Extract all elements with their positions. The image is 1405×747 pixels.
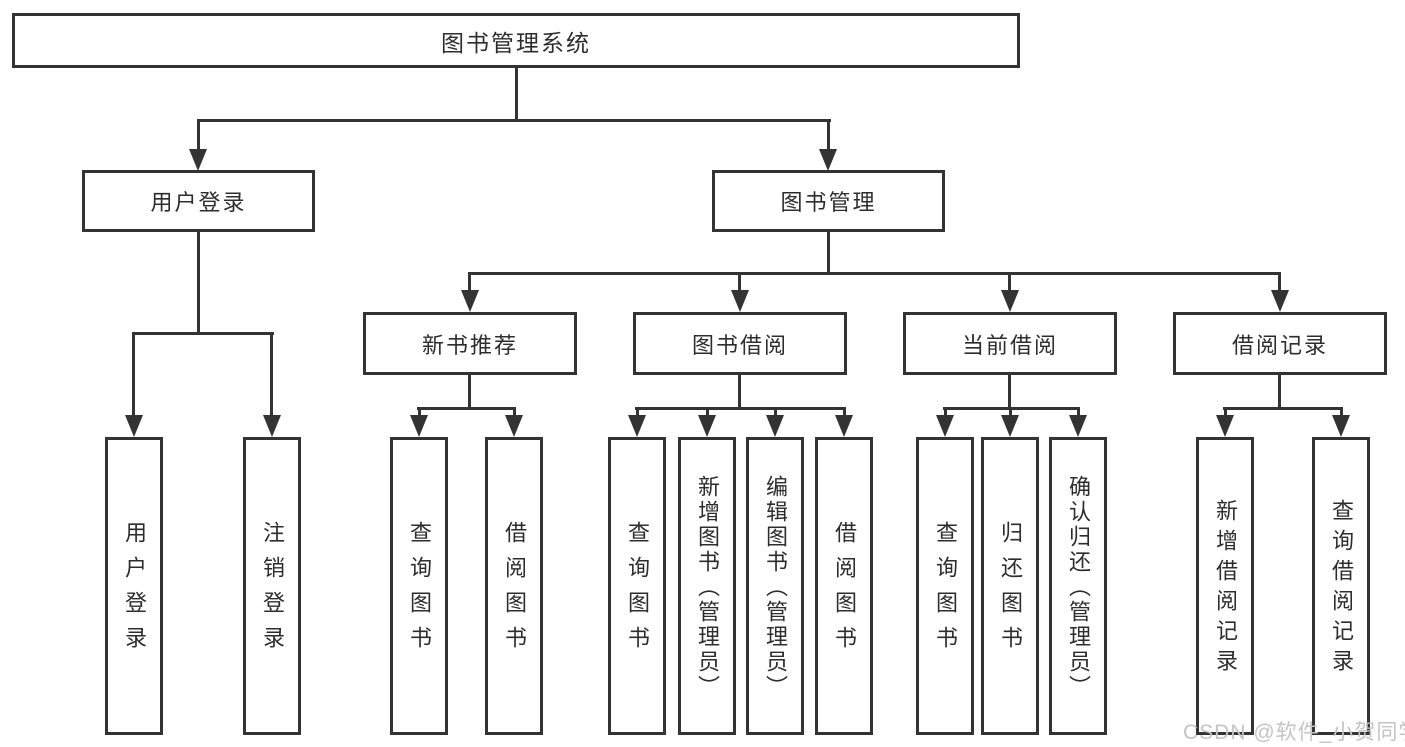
connector-line bbox=[774, 407, 777, 417]
connector-line bbox=[417, 407, 516, 410]
connector-line bbox=[827, 232, 830, 273]
arrow-down-icon bbox=[936, 415, 954, 437]
leaf-add-books-admin: 新增图书（管理员） bbox=[678, 437, 736, 735]
connector-line bbox=[1077, 407, 1080, 417]
arrow-down-icon bbox=[819, 149, 837, 171]
node-borrowing-records: 借阅记录 bbox=[1173, 312, 1387, 375]
arrow-down-icon bbox=[628, 415, 646, 437]
connector-line bbox=[636, 407, 639, 417]
node-label: 新增借阅记录 bbox=[1213, 499, 1238, 679]
arrow-down-icon bbox=[731, 290, 749, 312]
node-label: 查询图书 bbox=[933, 521, 958, 661]
connector-line bbox=[635, 407, 845, 410]
node-label: 借阅图书 bbox=[502, 521, 527, 661]
connector-line bbox=[133, 332, 274, 335]
node-label: 当前借阅 bbox=[961, 332, 1058, 358]
connector-line bbox=[418, 407, 421, 417]
node-label: 图书借阅 bbox=[691, 332, 788, 358]
connector-line bbox=[469, 272, 1281, 275]
connector-line bbox=[1009, 407, 1012, 417]
node-label: 图书管理系统 bbox=[441, 29, 591, 56]
node-label: 注销登录 bbox=[260, 521, 285, 661]
node-label: 用户登录 bbox=[122, 521, 147, 661]
node-label: 借阅图书 bbox=[832, 521, 857, 661]
connector-line bbox=[1278, 272, 1281, 292]
leaf-return-books: 归还图书 bbox=[981, 437, 1039, 735]
leaf-add-borrow-record: 新增借阅记录 bbox=[1196, 437, 1254, 735]
node-label: 图书管理 bbox=[780, 190, 877, 215]
arrow-down-icon bbox=[1069, 415, 1087, 437]
arrow-down-icon bbox=[410, 415, 428, 437]
node-label: 确认归还（管理员） bbox=[1066, 474, 1091, 700]
arrow-down-icon bbox=[698, 415, 716, 437]
connector-line bbox=[843, 407, 846, 417]
connector-line bbox=[1223, 407, 1342, 410]
connector-line bbox=[197, 119, 200, 152]
connector-line bbox=[1008, 272, 1011, 292]
connector-line bbox=[738, 272, 741, 292]
connector-line bbox=[515, 67, 518, 120]
node-label: 借阅记录 bbox=[1231, 332, 1328, 358]
connector-line bbox=[1278, 375, 1281, 408]
node-label: 查询图书 bbox=[407, 521, 432, 661]
node-current-borrowing: 当前借阅 bbox=[903, 312, 1117, 375]
connector-line bbox=[706, 407, 709, 417]
connector-line bbox=[270, 332, 273, 417]
leaf-query-borrow-record: 查询借阅记录 bbox=[1312, 437, 1370, 735]
arrow-down-icon bbox=[1271, 290, 1289, 312]
node-label: 用户登录 bbox=[150, 190, 247, 215]
leaf-user-login: 用户登录 bbox=[105, 437, 163, 735]
node-label: 新增图书（管理员） bbox=[695, 474, 720, 700]
node-label: 编辑图书（管理员） bbox=[763, 474, 788, 700]
leaf-current-query-books: 查询图书 bbox=[916, 437, 974, 735]
leaf-edit-books-admin: 编辑图书（管理员） bbox=[746, 437, 804, 735]
csdn-watermark: CSDN @软件_小贺同学 bbox=[1183, 721, 1405, 744]
node-book-borrowing: 图书借阅 bbox=[633, 312, 847, 375]
node-label: 归还图书 bbox=[998, 521, 1023, 661]
leaf-confirm-return-admin: 确认归还（管理员） bbox=[1049, 437, 1107, 735]
arrow-down-icon bbox=[505, 415, 523, 437]
connector-line bbox=[132, 332, 135, 417]
leaf-borrow-query-books: 查询图书 bbox=[608, 437, 666, 735]
arrow-down-icon bbox=[1216, 415, 1234, 437]
leaf-borrow-books: 借阅图书 bbox=[815, 437, 873, 735]
node-user-login: 用户登录 bbox=[82, 170, 315, 232]
connector-line bbox=[513, 407, 516, 417]
connector-line bbox=[1224, 407, 1227, 417]
node-label: 查询借阅记录 bbox=[1329, 499, 1354, 679]
connector-line bbox=[197, 232, 200, 333]
connector-line bbox=[468, 375, 471, 408]
connector-line bbox=[738, 375, 741, 408]
connector-line bbox=[468, 272, 471, 292]
node-label: 查询图书 bbox=[625, 521, 650, 661]
arrow-down-icon bbox=[1001, 290, 1019, 312]
arrow-down-icon bbox=[125, 415, 143, 437]
leaf-logout: 注销登录 bbox=[243, 437, 301, 735]
arrow-down-icon bbox=[766, 415, 784, 437]
connector-line bbox=[197, 119, 831, 122]
node-new-book-recommend: 新书推荐 bbox=[363, 312, 577, 375]
connector-line bbox=[1008, 375, 1011, 408]
arrow-down-icon bbox=[835, 415, 853, 437]
arrow-down-icon bbox=[461, 290, 479, 312]
leaf-recommend-query-books: 查询图书 bbox=[390, 437, 448, 735]
arrow-down-icon bbox=[263, 415, 281, 437]
arrow-down-icon bbox=[1001, 415, 1019, 437]
node-library-management-system: 图书管理系统 bbox=[12, 13, 1020, 68]
node-label: 新书推荐 bbox=[421, 332, 518, 358]
connector-line bbox=[944, 407, 947, 417]
leaf-recommend-borrow-books: 借阅图书 bbox=[485, 437, 543, 735]
arrow-down-icon bbox=[189, 149, 207, 171]
node-book-management: 图书管理 bbox=[712, 170, 945, 232]
arrow-down-icon bbox=[1332, 415, 1350, 437]
connector-line bbox=[827, 119, 830, 152]
connector-line bbox=[1340, 407, 1343, 417]
